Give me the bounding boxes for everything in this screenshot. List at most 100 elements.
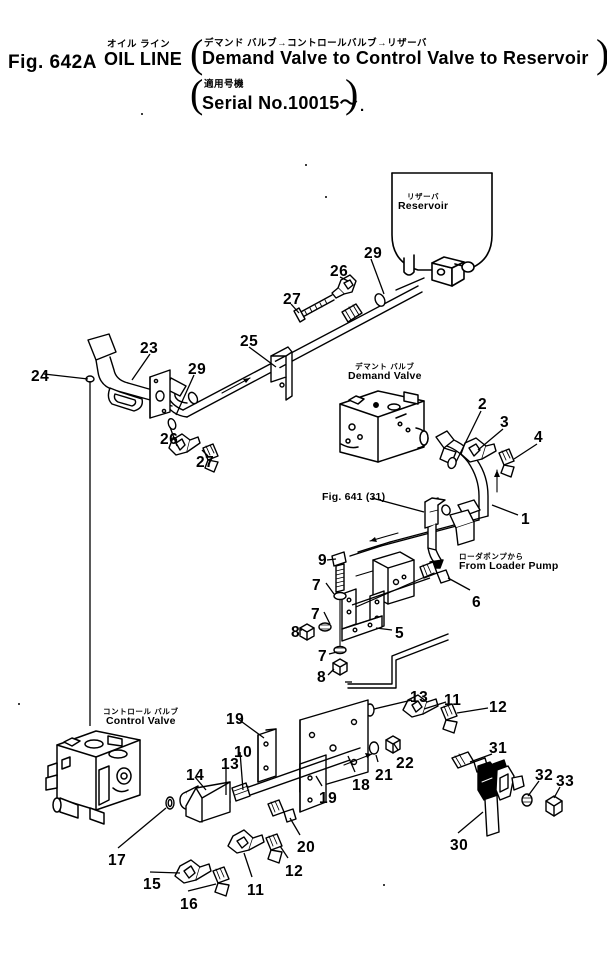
callout-number-20: 20 xyxy=(297,839,316,856)
from-loader-pump-label-en: From Loader Pump xyxy=(459,559,559,572)
callout-number-11: 11 xyxy=(444,692,462,709)
callout-number-26: 26 xyxy=(160,431,179,448)
callout-number-11: 11 xyxy=(247,882,265,899)
clamp-3 xyxy=(460,437,497,463)
callout-number-7: 7 xyxy=(312,577,322,594)
washer-2 xyxy=(447,456,457,470)
reservoir-label-en: Reservoir xyxy=(398,199,449,212)
callout-number-31: 31 xyxy=(489,740,508,757)
callout-number-1: 1 xyxy=(521,511,531,528)
callout-number-7: 7 xyxy=(318,648,328,665)
bracket-5-assembly xyxy=(341,551,415,642)
callout-number-26: 26 xyxy=(330,263,349,280)
callout-number-27: 27 xyxy=(196,454,215,471)
callout-number-7: 7 xyxy=(311,606,321,623)
scan-speck xyxy=(18,703,20,705)
callout-number-6: 6 xyxy=(472,594,482,611)
washer-21 xyxy=(368,741,380,755)
callout-number-17: 17 xyxy=(108,852,127,869)
callout-number-16: 16 xyxy=(180,896,199,913)
callout-number-8: 8 xyxy=(317,669,327,686)
callout-number-4: 4 xyxy=(534,429,544,446)
reference-from-loader-pump: ローダポンプから From Loader Pump xyxy=(459,553,558,572)
callout-number-10: 10 xyxy=(234,744,253,761)
callout-number-15: 15 xyxy=(143,876,162,893)
callout-number-19: 19 xyxy=(319,790,338,807)
bracket-19-lower xyxy=(299,754,327,813)
component-label-reservoir: リザーバ Reservoir xyxy=(398,193,448,212)
nut-8-lower xyxy=(332,658,348,676)
bolt-4 xyxy=(498,448,515,478)
control-valve-label-en: Control Valve xyxy=(105,714,176,727)
bracket-30 xyxy=(477,759,525,837)
callout-number-24: 24 xyxy=(31,368,50,385)
applicable-label-en: Serial No.10015～ xyxy=(202,93,358,113)
clamp-15 xyxy=(174,859,212,884)
callout-number-9: 9 xyxy=(318,552,328,569)
callout-number-18: 18 xyxy=(352,777,371,794)
clamp-11-left xyxy=(227,829,265,854)
subject-label-jp: オイル ライン xyxy=(107,39,171,50)
bolt-27-lower xyxy=(202,443,219,473)
title-trailing-period: . xyxy=(360,98,365,115)
nut-22 xyxy=(385,735,401,754)
scope-label-en: Demand Valve to Control Valve to Reservo… xyxy=(202,48,589,68)
washer-7-lower xyxy=(333,645,347,655)
control-valve-body xyxy=(45,730,141,825)
component-label-demand-valve: デマント バルブ Demand Valve xyxy=(348,363,422,382)
bracket-19-upper xyxy=(257,728,277,783)
demand-valve-label-jp: デマント バルブ xyxy=(355,362,415,371)
scan-speck xyxy=(305,164,307,166)
callout-number-23: 23 xyxy=(140,340,159,357)
demand-valve-body xyxy=(339,390,429,463)
bolt-12-left xyxy=(265,833,283,864)
washer-7-left xyxy=(318,622,332,632)
callout-number-25: 25 xyxy=(240,333,259,350)
paren-open-2: ( xyxy=(190,71,204,116)
callout-number-29: 29 xyxy=(188,361,207,378)
hose-11-run xyxy=(347,633,449,689)
callout-number-22: 22 xyxy=(396,755,415,772)
from-loader-pump-label-jp: ローダポンプから xyxy=(459,552,524,561)
fitting-31 xyxy=(451,751,489,773)
reservoir-body xyxy=(391,172,493,287)
bolt-20 xyxy=(267,799,297,823)
hose-23 xyxy=(87,333,173,419)
applicable-label-jp: 適用号機 xyxy=(204,79,245,90)
callout-number-8: 8 xyxy=(291,624,301,641)
scan-speck xyxy=(383,884,385,886)
nut-33 xyxy=(545,795,563,817)
paren-close-2: ) xyxy=(345,71,359,116)
scope-label-jp: デマンド バルブ→コントロールバルブ→リザーバ xyxy=(204,38,428,49)
tube-10 xyxy=(231,747,361,802)
reservoir-label-jp: リザーバ xyxy=(406,192,440,201)
washer-7-upper xyxy=(333,591,347,601)
callout-number-14: 14 xyxy=(186,767,205,784)
callout-number-3: 3 xyxy=(500,414,510,431)
callout-number-32: 32 xyxy=(535,767,554,784)
title-block: Fig. 642A オイル ライン OIL LINE ( デマンド バルブ→コン… xyxy=(0,26,607,126)
bolt-9 xyxy=(331,551,347,593)
nut-8-left xyxy=(299,623,315,641)
callout-number-33: 33 xyxy=(556,773,575,790)
paren-open-1: ( xyxy=(190,31,204,76)
demand-valve-label-en: Demand Valve xyxy=(348,369,422,382)
washer-32 xyxy=(521,793,533,807)
paren-close-1: ) xyxy=(596,34,607,74)
bolt-16 xyxy=(212,866,230,897)
callout-number-13: 13 xyxy=(410,689,429,706)
figure-number: Fig. 642A xyxy=(8,52,97,73)
callout-number-12: 12 xyxy=(489,699,508,716)
callout-number-12: 12 xyxy=(285,863,304,880)
washer-29-lower xyxy=(167,417,177,431)
bolt-12-right xyxy=(440,703,458,734)
scan-speck xyxy=(141,113,143,115)
component-label-control-valve: コントロール バルブ Control Valve xyxy=(103,708,179,727)
union-fitting-641 xyxy=(424,497,475,569)
callout-number-27: 27 xyxy=(283,291,302,308)
callout-number-2: 2 xyxy=(478,396,488,413)
callout-number-21: 21 xyxy=(375,767,394,784)
